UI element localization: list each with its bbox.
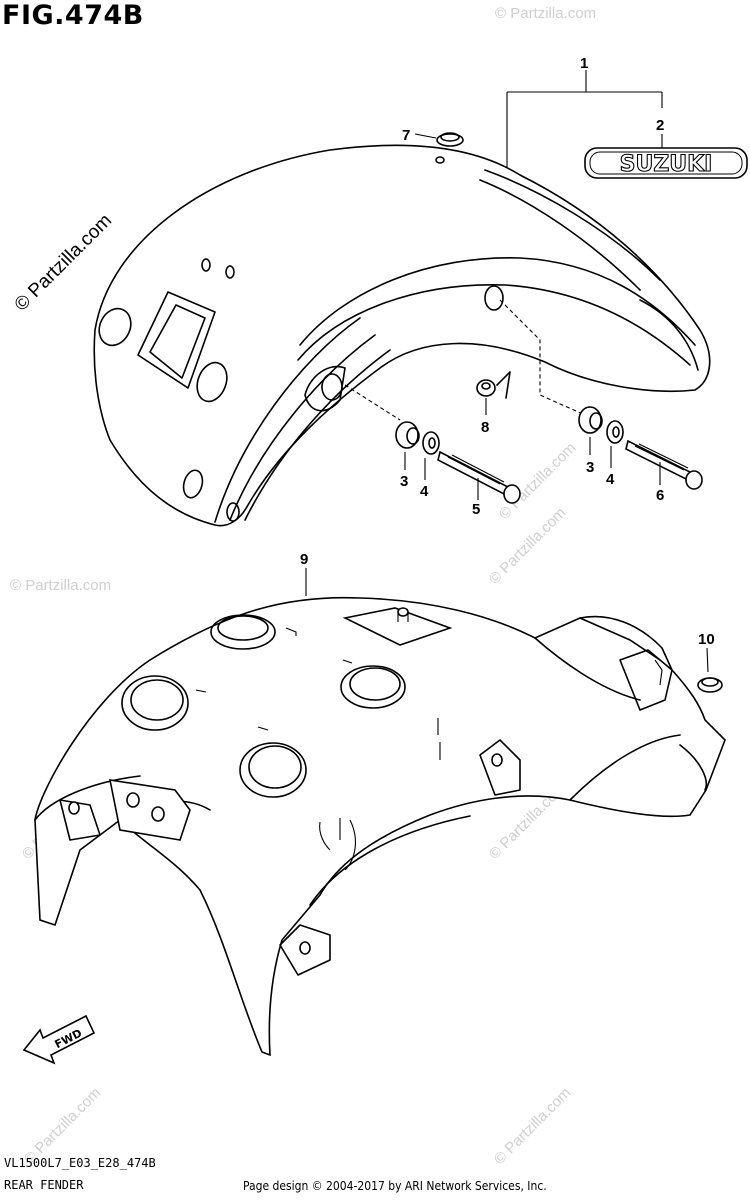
figure-title: FIG.474B <box>2 0 144 31</box>
watermark-text: © Partzilla.com <box>10 577 111 594</box>
rear-fender-inner <box>34 596 726 1057</box>
fastener-stack-left <box>344 384 521 504</box>
suzuki-emblem: SUZUKI <box>584 147 748 179</box>
watermark-text: © Partzilla.com <box>486 504 569 587</box>
callout-8: 8 <box>481 419 489 436</box>
callout-9: 9 <box>300 551 308 568</box>
callout-1: 1 <box>580 55 588 72</box>
callout-4-left: 4 <box>420 483 429 500</box>
callout-10: 10 <box>698 631 715 648</box>
callout-2: 2 <box>656 117 664 134</box>
callout-3-left: 3 <box>400 473 408 490</box>
callout-4-right: 4 <box>606 471 615 488</box>
rear-fender-outer <box>93 144 711 527</box>
fwd-arrow-icon: FWD <box>22 1014 96 1065</box>
callout-5: 5 <box>472 501 480 518</box>
callout-3-right: 3 <box>586 459 594 476</box>
grommet-7 <box>414 132 464 147</box>
partzilla-watermark: © Partzilla.com <box>11 210 116 315</box>
callout-7: 7 <box>402 127 410 144</box>
diagram-name: REAR FENDER <box>4 1178 84 1192</box>
grommet-10 <box>697 647 723 693</box>
page-credit: Page design © 2004-2017 by ARI Network S… <box>243 1179 547 1193</box>
fastener-stack-right <box>499 299 703 490</box>
callout-labels: 1 2 7 8 3 4 5 3 4 6 9 10 <box>300 55 715 648</box>
callout-bracket-1-2 <box>506 70 663 168</box>
watermark-text: © Partzilla.com <box>491 1084 574 1167</box>
callout-6: 6 <box>656 487 664 504</box>
emblem-text: SUZUKI <box>620 152 713 177</box>
watermark-text: © Partzilla.com <box>495 5 596 22</box>
watermark-text: © Partzilla.com <box>496 439 579 522</box>
nut-8 <box>476 371 511 415</box>
diagram-code: VL1500L7_E03_E28_474B <box>4 1156 156 1170</box>
